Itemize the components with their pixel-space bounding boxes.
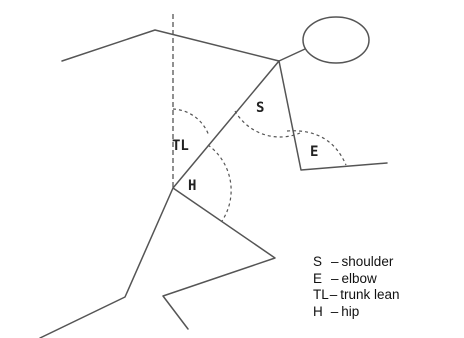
- legend-separator: –: [331, 270, 339, 286]
- elbow-angle-label: E: [310, 144, 318, 160]
- legend: S–shoulder E–elbow TL–trunk lean H–hip: [313, 254, 400, 320]
- legend-separator: –: [331, 254, 339, 269]
- legend-meaning: shoulder: [341, 254, 394, 269]
- legend-item-hip: H–hip: [313, 304, 400, 321]
- hip-arc: [207, 144, 232, 222]
- trunk-lean-angle-label: TL: [172, 138, 189, 154]
- front-arm: [278, 60, 388, 171]
- front-leg: [162, 187, 276, 330]
- legend-code: H: [313, 303, 323, 319]
- legend-item-trunk-lean: TL–trunk lean: [313, 287, 400, 304]
- legend-code: TL: [313, 287, 329, 302]
- legend-item-elbow: E–elbow: [313, 271, 400, 288]
- back-arm: [61, 29, 280, 62]
- trunk: [172, 60, 280, 189]
- neck: [278, 48, 306, 62]
- trunk-lean-arc: [172, 108, 210, 137]
- head: [302, 16, 370, 64]
- legend-meaning: trunk lean: [340, 287, 400, 302]
- legend-separator: –: [329, 287, 338, 302]
- legend-meaning: elbow: [341, 270, 377, 286]
- shoulder-arc: [234, 110, 301, 138]
- legend-code: S: [313, 254, 323, 269]
- legend-meaning: hip: [341, 303, 360, 319]
- legend-item-shoulder: S–shoulder: [313, 254, 400, 271]
- back-leg: [39, 187, 174, 338]
- legend-code: E: [313, 270, 323, 286]
- hip-angle-label: H: [188, 178, 196, 194]
- legend-separator: –: [330, 303, 339, 319]
- elbow-arc: [286, 130, 347, 166]
- shoulder-angle-label: S: [256, 100, 264, 116]
